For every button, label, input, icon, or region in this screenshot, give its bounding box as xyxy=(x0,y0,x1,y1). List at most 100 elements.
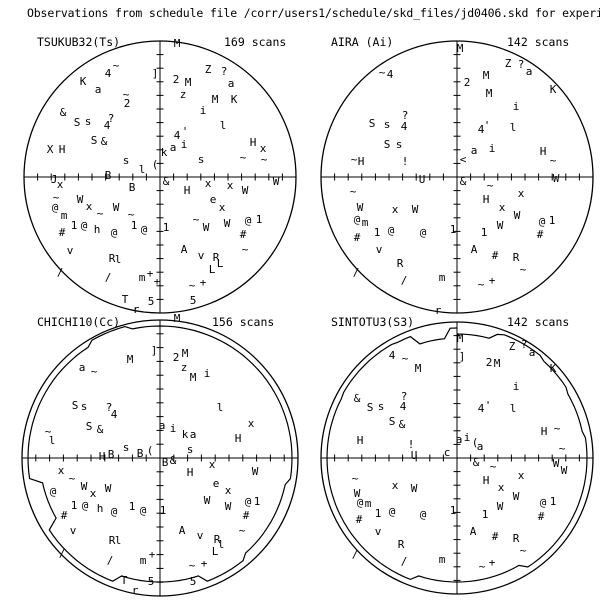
scan-point: ~ xyxy=(242,243,249,256)
scan-point: 4 xyxy=(111,408,118,421)
scan-point: 1 xyxy=(131,219,138,232)
scan-point: 1 xyxy=(549,214,556,227)
scan-point: A xyxy=(179,524,186,537)
scan-point: / xyxy=(352,548,359,561)
scan-point: 4 xyxy=(105,67,112,80)
scan-point: H xyxy=(99,450,106,463)
scan-point: x xyxy=(260,142,267,155)
scan-point: W xyxy=(411,482,418,495)
scan-point: S xyxy=(72,399,79,412)
scan-point: R xyxy=(109,534,116,547)
scan-point: ~ xyxy=(261,153,268,166)
scan-point: J xyxy=(51,173,58,186)
scan-point: M xyxy=(483,69,490,82)
scan-point: ! xyxy=(402,155,409,168)
scan-point: 2 xyxy=(464,76,471,89)
scan-point: M xyxy=(486,87,493,100)
scan-point: B xyxy=(129,181,136,194)
station-label: TSUKUB32(Ts) xyxy=(37,35,120,49)
scan-point: # xyxy=(492,530,499,543)
scan-point: 1 xyxy=(163,221,170,234)
scan-point: x xyxy=(499,201,506,214)
scan-point: B xyxy=(137,447,144,460)
scan-point: l xyxy=(115,534,122,547)
scan-point: # xyxy=(356,513,363,526)
scan-point: @ xyxy=(539,215,546,228)
scan-point: v xyxy=(197,529,204,542)
scan-point: + xyxy=(147,267,154,280)
scan-point: m xyxy=(140,554,147,567)
scan-point: # xyxy=(538,510,545,523)
scan-point: @ xyxy=(82,499,89,512)
scan-point: x xyxy=(209,458,216,471)
scan-point: 1 xyxy=(375,507,382,520)
scan-point: W xyxy=(242,184,249,197)
scan-point: + xyxy=(154,275,161,288)
scan-point: @ xyxy=(357,496,364,509)
scan-point: l xyxy=(220,119,227,132)
scan-point: & xyxy=(354,392,361,405)
scan-point: H xyxy=(187,466,194,479)
scan-point: + xyxy=(489,274,496,287)
scan-point: ~ xyxy=(379,66,386,79)
scan-point: l xyxy=(510,402,517,415)
scan-point: L xyxy=(209,263,216,276)
scan-point: # xyxy=(59,226,66,239)
scan-point: l xyxy=(49,434,56,447)
scan-point: M xyxy=(457,42,464,55)
scan-point: h xyxy=(94,223,101,236)
scan-point: H xyxy=(235,432,242,445)
scan-point: U xyxy=(411,449,418,462)
scan-point: M xyxy=(185,76,192,89)
scan-point: ~ xyxy=(91,365,98,378)
scan-point: < xyxy=(460,153,467,166)
scan-point: W xyxy=(357,201,364,214)
scan-point: 1 xyxy=(129,500,136,513)
scan-point: 2 xyxy=(486,356,493,369)
scan-point: W xyxy=(113,201,120,214)
scan-point: R xyxy=(398,538,405,551)
scan-point: 2 xyxy=(124,97,131,110)
scan-point: v xyxy=(70,524,77,537)
scan-point: A xyxy=(181,243,188,256)
scan-point: i xyxy=(489,142,496,155)
scan-point: # xyxy=(240,228,247,241)
scan-point: l xyxy=(217,401,224,414)
scan-point: ~ xyxy=(189,559,196,572)
scan-point: M xyxy=(457,332,464,345)
scan-point: @ xyxy=(111,505,118,518)
scan-point: i xyxy=(513,100,520,113)
scan-point: x xyxy=(227,179,234,192)
scan-point: v xyxy=(198,249,205,262)
scan-point: A xyxy=(470,525,477,538)
scan-point: 1 xyxy=(550,495,557,508)
scan-point: # xyxy=(354,231,361,244)
scan-point: A xyxy=(471,243,478,256)
scan-point: x xyxy=(392,203,399,216)
scan-point: / xyxy=(401,555,408,568)
scan-point: k xyxy=(182,428,189,441)
scan-point: / xyxy=(107,554,114,567)
scan-point: a xyxy=(170,141,177,154)
scan-point: 4 xyxy=(174,129,181,142)
scan-point: L xyxy=(217,257,224,270)
scan-point: s xyxy=(187,443,194,456)
scan-point: ~ xyxy=(45,425,52,438)
scan-point: H xyxy=(250,136,257,149)
scan-point: & xyxy=(473,456,480,469)
scan-point: 4 xyxy=(389,349,396,362)
scan-point: S xyxy=(369,117,376,130)
scan-point: ~ xyxy=(490,460,497,473)
scan-point: W xyxy=(273,175,280,188)
scan-point: B xyxy=(162,456,169,469)
scan-point: 1 xyxy=(482,508,489,521)
scan-point: ' xyxy=(182,125,189,138)
station-label: CHICHI10(Cc) xyxy=(37,315,120,329)
scan-point: 1 xyxy=(481,226,488,239)
scan-point: ~ xyxy=(240,151,247,164)
scan-count-label: 169 scans xyxy=(224,35,286,49)
scan-point: m xyxy=(365,497,372,510)
scan-point: ~ xyxy=(123,88,130,101)
scan-point: @ xyxy=(81,219,88,232)
